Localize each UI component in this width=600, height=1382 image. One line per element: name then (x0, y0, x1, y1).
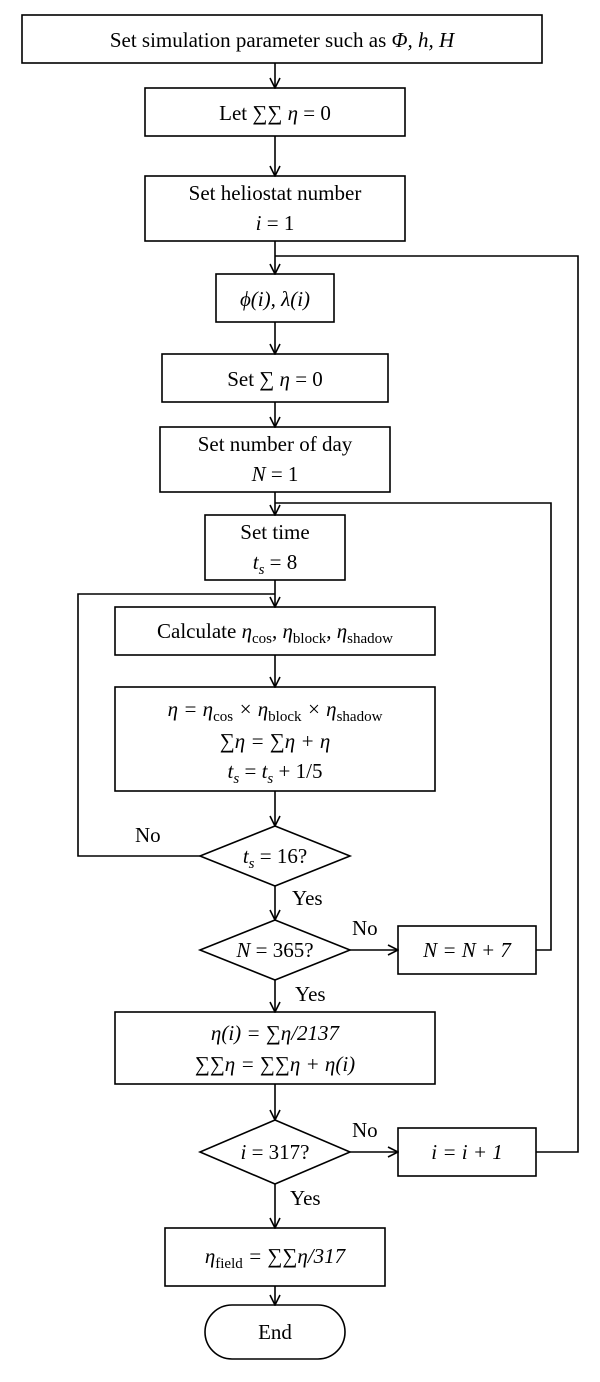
update-box (114, 686, 436, 792)
set-time-line2: ts = 8 (253, 550, 298, 578)
decision-heliostat-label: i = 317? (240, 1140, 309, 1164)
label-time-yes: Yes (292, 886, 323, 910)
init-double-sum-box (144, 87, 406, 137)
increment-heliostat-box (397, 1127, 537, 1177)
increment-day-box (397, 925, 537, 975)
eta-i-line2: ∑∑η = ∑∑η + η(i) (195, 1052, 355, 1076)
set-day-box (159, 426, 391, 493)
decision-day-label: N = 365? (235, 938, 313, 962)
label-heliostat-no: No (352, 1118, 378, 1142)
label-day-no: No (352, 916, 378, 940)
update-line3: ts = ts + 1/5 (228, 759, 323, 787)
eta-i-line1: η(i) = ∑η/2137 (211, 1021, 341, 1045)
label-time-no: No (135, 823, 161, 847)
calculate-label: Calculate ηcos, ηblock, ηshadow (157, 619, 393, 647)
update-line2: ∑η = ∑η + η (220, 729, 331, 753)
set-parameters-label: Set simulation parameter such as Φ, h, H (110, 28, 456, 52)
edge-day-loop-back (275, 502, 552, 951)
increment-day-label: N = N + 7 (422, 938, 512, 962)
init-sum-label: Set ∑ η = 0 (227, 367, 323, 391)
phi-lambda-box (215, 273, 335, 323)
edge-time-no-loop (77, 593, 275, 857)
update-line1: η = ηcos × ηblock × ηshadow (168, 697, 383, 725)
eta-field-label: ηfield = ∑∑η/317 (205, 1244, 347, 1272)
edge-heliostat-loop-back (275, 255, 579, 1153)
set-day-line1: Set number of day (198, 432, 353, 456)
set-parameters-box (21, 14, 543, 64)
set-heliostat-line2: i = 1 (256, 211, 295, 235)
increment-heliostat-label: i = i + 1 (431, 1140, 503, 1164)
set-time-line1: Set time (240, 520, 309, 544)
end-label: End (258, 1320, 292, 1344)
phi-lambda-label: ϕ(i), λ(i) (240, 287, 310, 311)
set-day-line2: N = 1 (251, 462, 299, 486)
set-heliostat-line1: Set heliostat number (189, 181, 362, 205)
label-heliostat-yes: Yes (290, 1186, 321, 1210)
decision-time-label: ts = 16? (243, 844, 307, 872)
label-day-yes: Yes (295, 982, 326, 1006)
init-double-sum-label: Let ∑∑ η = 0 (219, 101, 331, 125)
